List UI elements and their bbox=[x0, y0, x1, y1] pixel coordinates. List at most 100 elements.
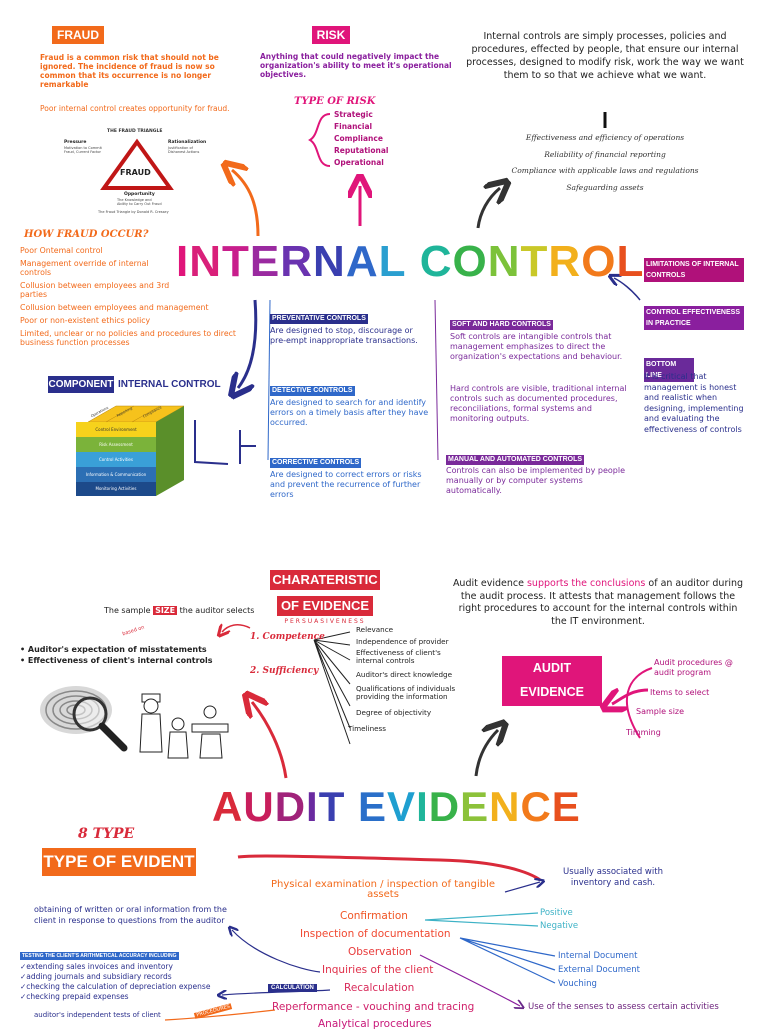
evidence-type: Recalculation bbox=[344, 982, 415, 994]
fraud-triangle-figure: THE FRAUD TRIANGLE FRAUD Pressure Motiva… bbox=[62, 124, 212, 218]
soft-controls-text: Soft controls are intangible controls th… bbox=[450, 332, 623, 361]
risk-type-item: Reputational bbox=[334, 146, 389, 155]
type-count: 8 TYPE bbox=[78, 826, 135, 842]
recalc-item: ✓adding journals and subsidiary records bbox=[20, 972, 172, 981]
detective-tag: DETECTIVE CONTROLS bbox=[270, 386, 355, 396]
effectiveness-tag: CONTROL EFFECTIVENESS IN PRACTICE bbox=[644, 306, 744, 330]
physical-note: Usually associated with inventory and ca… bbox=[563, 867, 663, 888]
audit-def-part3: of an auditor during the audit process. … bbox=[458, 578, 744, 627]
decision-item: Audit procedures @ audit program bbox=[654, 658, 733, 677]
title-letter: L bbox=[616, 237, 645, 286]
documentation-note: Internal Document bbox=[558, 951, 638, 961]
title-letter: N bbox=[189, 237, 223, 286]
calculation-label: CALCULATION bbox=[268, 984, 317, 992]
decision-item: Sample size bbox=[636, 707, 685, 716]
sample-bullets: • Auditor's expectation of misstatements… bbox=[20, 644, 213, 666]
title-letter: D bbox=[428, 783, 461, 830]
confirmation-note: Negative bbox=[540, 921, 579, 931]
how-fraud-item: Management override of internal controls bbox=[20, 259, 149, 277]
fraud-triangle-title: THE FRAUD TRIANGLE bbox=[107, 129, 163, 134]
sample-bullet: • Auditor's expectation of misstatements bbox=[20, 645, 207, 654]
decision-line-2: DECISION bbox=[521, 709, 583, 723]
component-label: INTERNAL CONTROL bbox=[118, 379, 221, 390]
detective-text: Are designed to search for and identify … bbox=[270, 398, 429, 427]
title-letter: N bbox=[313, 237, 346, 286]
recalc-tag: TESTING THE CLIENT'S ARITHMETICAL ACCURA… bbox=[20, 952, 179, 960]
corrective-text: Are designed to correct errors or risks … bbox=[270, 470, 422, 499]
title-letter: C bbox=[419, 237, 453, 286]
title-letter: L bbox=[378, 237, 407, 286]
cube-layer: Information & Communication bbox=[85, 472, 147, 477]
how-fraud-item: Collusion between employees and manageme… bbox=[20, 303, 209, 312]
how-fraud-list: Poor Ontemal control Management override… bbox=[20, 246, 245, 347]
evidence-type: Reperformance - vouching and tracing bbox=[272, 1001, 475, 1013]
competence-item: Effectiveness of client's internal contr… bbox=[356, 648, 441, 665]
title-letter: R bbox=[280, 237, 314, 286]
how-fraud-item: Collusion between employees and 3rd part… bbox=[20, 281, 170, 299]
reperform-note: auditor's independent tests of client bbox=[34, 1011, 161, 1019]
title-letter: C bbox=[520, 783, 552, 830]
title-letter: E bbox=[358, 783, 388, 830]
sample-size-text: The sample bbox=[104, 606, 151, 615]
cube-layer: Monitoring Activities bbox=[95, 486, 137, 491]
cube-layer: Control Environment bbox=[95, 427, 137, 432]
risk-type-item: Operational bbox=[334, 158, 384, 167]
fraud-rationalization-label: Rationalization bbox=[168, 140, 207, 145]
fraud-pressure-label: Pressure bbox=[64, 140, 87, 145]
manual-automated-text: Controls can also be implemented by peop… bbox=[446, 466, 625, 495]
title-letter: E bbox=[551, 783, 581, 830]
competence-item: Relevance bbox=[356, 625, 394, 634]
audit-evidence-title: AUDIT EVIDENCE bbox=[212, 782, 581, 832]
competence-item: Qualifications of individuals providing … bbox=[356, 684, 456, 701]
objective-item: Effectiveness and efficiency of operatio… bbox=[525, 133, 685, 142]
title-letter: U bbox=[243, 783, 275, 830]
limitations-tag: LIMITATIONS OF INTERNAL CONTROLS bbox=[644, 258, 744, 282]
title-letter: N bbox=[489, 783, 521, 830]
characteristic-tag: CHARATERISTIC bbox=[270, 570, 380, 590]
risk-type-list: Strategic Financial Compliance Reputatio… bbox=[334, 110, 389, 167]
fraud-triangle-center: FRAUD bbox=[120, 168, 151, 177]
internal-control-title: INTERNAL CONTROL bbox=[176, 236, 644, 288]
observation-note: Use of the senses to assess certain acti… bbox=[528, 1002, 719, 1012]
title-letter: R bbox=[548, 237, 582, 286]
fraud-description: Fraud is a common risk that should not b… bbox=[40, 53, 219, 89]
soft-hard-tag: SOFT AND HARD CONTROLS bbox=[450, 320, 553, 330]
audit-evidence-definition: Audit evidence supports the conclusions … bbox=[450, 578, 746, 628]
risk-description: Anything that could negatively impact th… bbox=[260, 52, 452, 79]
risk-type-heading: TYPE OF RISK bbox=[294, 96, 376, 107]
fraud-triangle-caption: The Fraud Triangle by Donald R. Cressey bbox=[98, 210, 169, 214]
evidence-type: Observation bbox=[348, 946, 412, 958]
risk-type-item: Financial bbox=[334, 122, 373, 131]
how-fraud-item: Limited, unclear or no policies and proc… bbox=[20, 329, 236, 347]
risk-type-item: Strategic bbox=[334, 110, 373, 119]
title-letter: I bbox=[416, 783, 429, 830]
manual-automated-tag: MANUAL AND AUTOMATED CONTROLS bbox=[446, 455, 585, 465]
title-letter: A bbox=[212, 783, 244, 830]
title-letter: T bbox=[222, 237, 250, 286]
risk-type-item: Compliance bbox=[334, 134, 383, 143]
evidence-type: Confirmation bbox=[340, 910, 408, 922]
title-letter: T bbox=[520, 237, 549, 286]
fraud-opportunity-label: Opportunity bbox=[124, 192, 155, 197]
audit-def-highlight: supports the conclusions bbox=[526, 578, 646, 589]
fingerprint-illustration bbox=[36, 680, 136, 760]
inquiry-note: obtaining of written or oral information… bbox=[34, 905, 227, 925]
risk-tag: RISK bbox=[312, 26, 350, 44]
competence-item: Timeliness bbox=[348, 724, 387, 733]
corrective-tag: CORRECTIVE CONTROLS bbox=[270, 458, 362, 468]
title-letter bbox=[407, 236, 420, 288]
bottom-line-text: It is critical that management is honest… bbox=[644, 372, 744, 434]
objective-item: Reliability of financial reporting bbox=[544, 149, 666, 159]
title-letter: I bbox=[306, 783, 319, 830]
detectives-shape bbox=[139, 693, 229, 759]
how-fraud-heading: HOW FRAUD OCCUR? bbox=[24, 229, 149, 240]
sample-size-line: The sample SIZE the auditor selects bbox=[104, 606, 254, 615]
fraud-opportunity-sub: The Knowledge and Ability to Carry Out F… bbox=[117, 198, 162, 206]
evidence-type: Inspection of documentation bbox=[300, 928, 451, 940]
fraud-pressure-sub: Motivation to Commit Fraud, Current Fact… bbox=[64, 146, 102, 154]
control-objectives: Effectiveness and efficiency of operatio… bbox=[466, 130, 744, 196]
evidence-type: Analytical procedures bbox=[318, 1018, 432, 1030]
hard-controls-text: Hard controls are visible, traditional i… bbox=[450, 384, 627, 423]
title-letter: A bbox=[345, 237, 379, 286]
coso-cube-shape bbox=[76, 405, 185, 496]
